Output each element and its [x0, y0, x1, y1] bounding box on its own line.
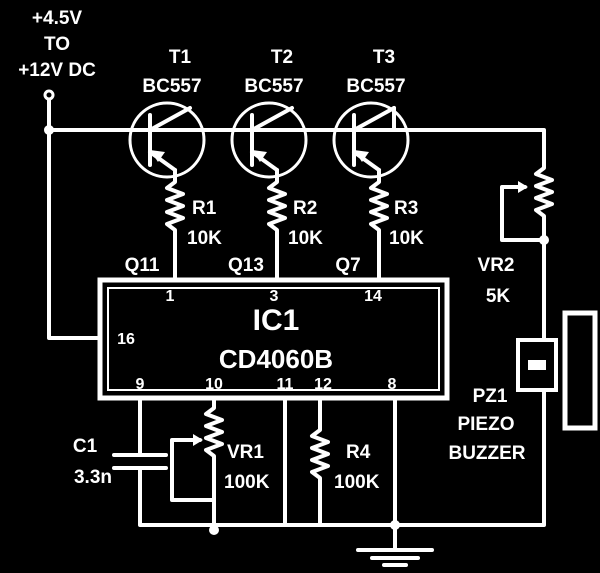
preset-vr2 [534, 156, 554, 312]
ic-pin-9: 9 [136, 376, 145, 393]
r3-name: R3 [394, 198, 418, 219]
r2-value: 10K [288, 228, 323, 249]
piezo-element [528, 360, 546, 370]
supply-label-line2: TO [44, 34, 70, 55]
potentiometer-vr1 [204, 396, 224, 532]
ic-pin-14: 14 [364, 288, 382, 305]
t2-type: BC557 [244, 76, 303, 97]
c1-name: C1 [73, 436, 98, 457]
resistor-r1 [165, 168, 185, 287]
t1-name: T1 [169, 47, 192, 68]
ic-pin-1: 1 [166, 288, 175, 305]
resistor-r4 [310, 396, 330, 527]
r2-name: R2 [293, 198, 317, 219]
ic-pin-8: 8 [388, 376, 397, 393]
vr2-name: VR2 [478, 255, 515, 276]
ic1-package [97, 277, 450, 401]
r4-name: R4 [346, 442, 371, 463]
vdd-wire [47, 128, 102, 340]
vr1-name: VR1 [227, 442, 264, 463]
ic-pin-3: 3 [270, 288, 279, 305]
r1-name: R1 [192, 198, 217, 219]
supply-label-line1: +4.5V [32, 8, 83, 29]
vr2-wiper-wire [500, 185, 546, 242]
ic1-inner-outline [107, 287, 440, 391]
t1-type: BC557 [142, 76, 201, 97]
r1-value: 10K [187, 228, 222, 249]
supply-terminal [43, 89, 55, 101]
resistor-r3 [369, 168, 389, 287]
vr1-wiper-arrow [193, 434, 203, 446]
buzzer-label-line2: PIEZO [457, 414, 514, 435]
bottom-return-wire [138, 466, 406, 527]
output-label-q7: Q7 [335, 255, 360, 276]
transistor-t3 [332, 101, 410, 179]
output-label-q11: Q11 [125, 255, 160, 276]
buzzer-label-line1: PZ1 [473, 386, 508, 407]
junction-dot [209, 525, 219, 535]
ic-pin-10: 10 [205, 376, 223, 393]
ic-part-number: CD4060B [219, 344, 333, 374]
ground-symbol [356, 548, 434, 567]
vr1-wiper-wire [170, 438, 216, 502]
transistor-t1 [128, 101, 206, 179]
buzzer-return-wire [402, 388, 546, 527]
r4-value: 100K [334, 472, 380, 493]
ic-pin-11: 11 [277, 376, 294, 393]
ic-pin-12: 12 [314, 376, 332, 393]
t3-name: T3 [373, 47, 395, 68]
vr2-wiper-arrow [518, 181, 528, 193]
junction-dot [539, 235, 549, 245]
t3-type: BC557 [346, 76, 405, 97]
vr1-value: 100K [224, 472, 270, 493]
transistor-t2 [230, 101, 308, 179]
positive-rail [47, 128, 546, 160]
r3-value: 10K [389, 228, 424, 249]
c1-value: 3.3n [74, 467, 112, 488]
resistor-r2 [267, 168, 287, 287]
buzzer-label-line3: BUZZER [448, 443, 525, 464]
ic-pin-16: 16 [117, 331, 135, 348]
output-label-q13: Q13 [228, 255, 264, 276]
t2-name: T2 [271, 47, 293, 68]
supply-label-line3: +12V DC [18, 60, 96, 81]
junction-dot [390, 520, 400, 530]
vr2-value: 5K [486, 286, 511, 307]
piezo-buzzer-disc [562, 310, 598, 431]
ic-name: IC1 [253, 304, 300, 337]
